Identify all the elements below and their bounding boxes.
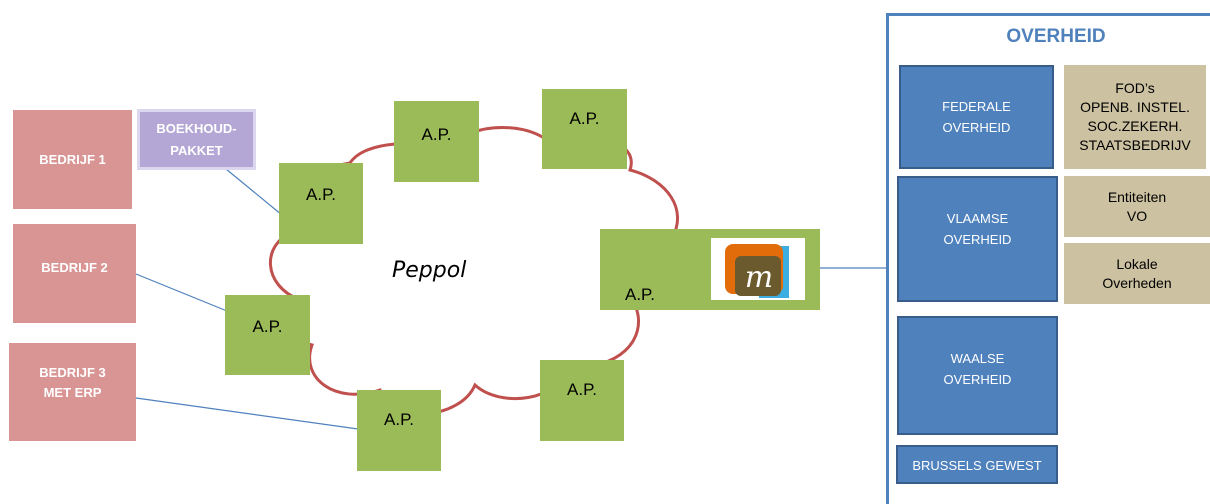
local-governments-box: Lokale Overheden xyxy=(1064,243,1210,304)
accounting-package-box: BOEKHOUD- PAKKET xyxy=(137,109,256,170)
access-point-box: A.P. xyxy=(357,390,441,471)
government-title: OVERHEID xyxy=(1006,26,1106,47)
connector-boekhoud-ap xyxy=(225,168,283,216)
access-point-box: A.P. xyxy=(542,89,627,169)
peppol-network-label: Peppol xyxy=(392,258,467,283)
flemish-entities-box: Entiteiten VO xyxy=(1064,176,1210,237)
connector-bedrijf3-ap xyxy=(135,397,359,430)
access-point-box: A.P. xyxy=(225,295,310,375)
government-panel xyxy=(886,13,1210,504)
logo-letter: m xyxy=(745,260,773,295)
access-point-gateway-label: A.P. xyxy=(625,285,655,304)
access-point-box: A.P. xyxy=(279,163,363,244)
company-1-box: BEDRIJF 1 xyxy=(13,110,132,209)
mercurius-logo: m xyxy=(711,238,805,300)
federal-entities-box: FOD’s OPENB. INSTEL. SOC.ZEKERH. STAATSB… xyxy=(1064,65,1206,169)
walloon-government-box: WAALSE OVERHEID xyxy=(897,316,1058,435)
brussels-region-box: BRUSSELS GEWEST xyxy=(896,445,1058,484)
company-2-box: BEDRIJF 2 xyxy=(13,224,136,323)
flemish-government-box: VLAAMSE OVERHEID xyxy=(897,176,1058,302)
connector-bedrijf2-ap xyxy=(135,273,228,312)
company-3-box: BEDRIJF 3 MET ERP xyxy=(9,343,136,441)
access-point-box: A.P. xyxy=(394,101,479,182)
mercurius-m-logo-icon: m xyxy=(725,244,789,298)
federal-government-box: FEDERALE OVERHEID xyxy=(899,65,1054,169)
access-point-box: A.P. xyxy=(540,360,624,441)
